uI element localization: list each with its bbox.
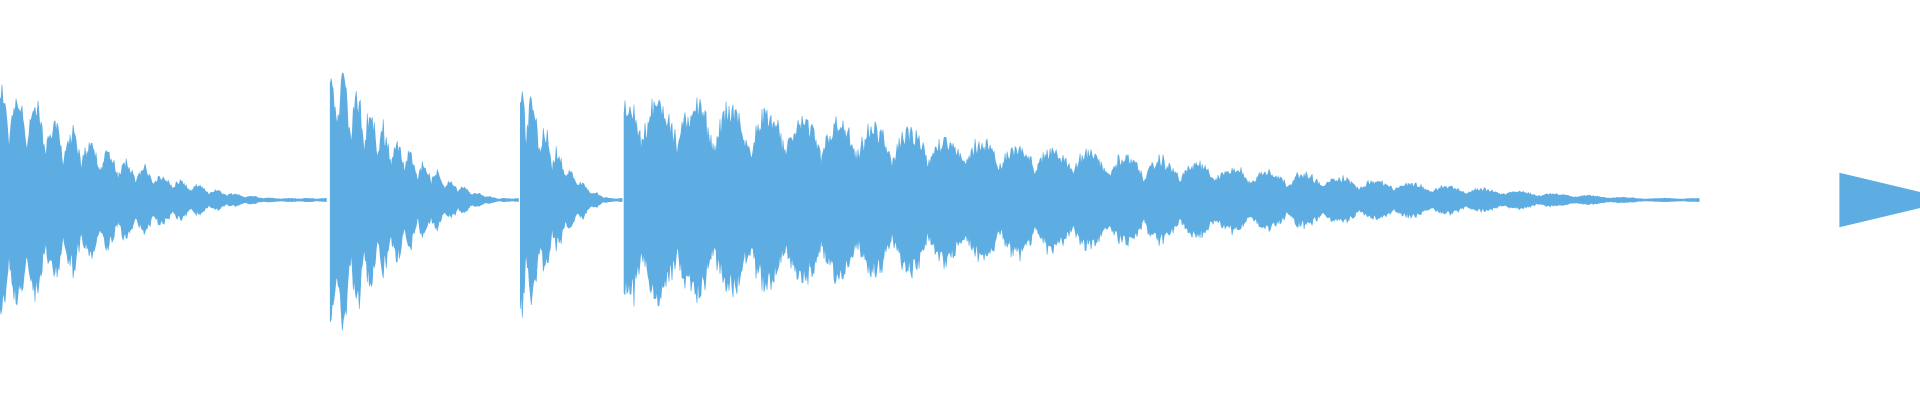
waveform-envelope (329, 72, 519, 331)
waveform-envelope (520, 91, 623, 318)
waveform-segment-hit-1 (0, 84, 327, 315)
waveform-segment-hit-3 (520, 91, 623, 318)
waveform-segment-hit-2 (329, 72, 519, 331)
waveform-envelope (623, 97, 1700, 307)
waveform-tail (1839, 172, 1920, 228)
waveform-segment-hit-4 (623, 97, 1700, 307)
waveform-envelope (0, 84, 327, 315)
